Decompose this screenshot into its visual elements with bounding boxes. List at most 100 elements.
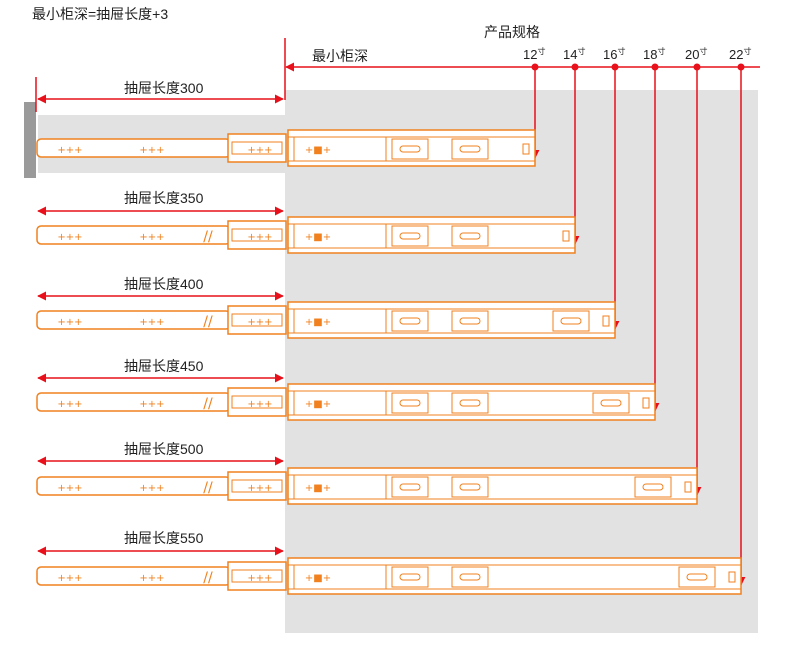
size-label: 16寸	[603, 46, 625, 62]
rear-slot	[560, 317, 582, 325]
slide-ball-cage	[293, 223, 387, 249]
screw-holes: +++	[57, 399, 82, 410]
screw-holes: +++	[247, 399, 272, 410]
screw-holes: +++	[139, 399, 164, 410]
size-label: 22寸	[729, 46, 751, 62]
slide-cabinet-member	[287, 383, 656, 421]
mount-slot-frame	[451, 138, 489, 160]
ball-cage-holes: +■+	[305, 573, 331, 584]
size-dot	[737, 63, 745, 71]
mount-slot-frame	[391, 392, 429, 414]
rear-slot-frame	[552, 310, 590, 332]
screw-holes: +++	[139, 573, 164, 584]
mount-slot	[399, 145, 421, 153]
drawer-row: 抽屉长度450 +++ +++ +++ // +■+	[36, 358, 656, 421]
break-mark: //	[203, 570, 213, 586]
rear-stop	[728, 571, 736, 583]
slide-ball-cage	[293, 390, 387, 416]
mount-slot-frame	[391, 138, 429, 160]
mount-slot	[399, 573, 421, 581]
drawer-length-label: 抽屉长度500	[124, 441, 204, 457]
drawer-length-label: 抽屉长度350	[124, 190, 204, 206]
size-number: 14	[563, 47, 577, 62]
drawer-row: 抽屉长度400+++++++++//+■+	[36, 276, 616, 339]
size-number: 18	[643, 47, 657, 62]
mount-slot	[459, 145, 481, 153]
ball-cage-holes: +■+	[305, 483, 331, 494]
size-unit: 寸	[617, 46, 625, 56]
screw-holes: +++	[247, 317, 272, 328]
size-dot	[611, 63, 619, 71]
size-label: 14寸	[563, 46, 585, 62]
drawer-row: 抽屉长度350+++++++++//+■+	[36, 190, 576, 254]
rear-stop	[684, 481, 692, 493]
mount-slot-frame	[391, 225, 429, 247]
mount-slot	[459, 232, 481, 240]
screw-holes: +++	[57, 483, 82, 494]
size-marker: 14寸	[563, 46, 585, 245]
slide-bracket-inner	[231, 313, 283, 327]
rear-stop	[522, 143, 530, 155]
slide-ball-cage	[293, 564, 387, 590]
slide-ball-cage	[293, 308, 387, 334]
rear-slot-frame	[592, 392, 630, 414]
screw-holes: +++	[139, 232, 164, 243]
slide-bracket-inner	[231, 141, 283, 155]
screw-holes: +++	[57, 317, 82, 328]
ball-cage-holes: +■+	[305, 145, 331, 156]
break-mark: //	[203, 314, 213, 330]
mount-slot-frame	[451, 566, 489, 588]
size-marker: 20寸	[685, 46, 707, 496]
screw-holes: +++	[57, 232, 82, 243]
drawer-length-label: 抽屉长度400	[124, 276, 204, 292]
slide-bracket-inner	[231, 479, 283, 493]
ball-cage-holes: +■+	[305, 317, 331, 328]
rear-slot-frame	[634, 476, 672, 498]
size-unit: 寸	[699, 46, 707, 56]
mount-slot	[459, 317, 481, 325]
slide-drawer-bracket	[227, 387, 287, 417]
screw-holes: +++	[247, 483, 272, 494]
slide-ball-cage	[293, 474, 387, 500]
slide-cabinet-member	[287, 557, 742, 595]
mount-slot	[399, 317, 421, 325]
size-number: 22	[729, 47, 743, 62]
break-mark: //	[203, 396, 213, 412]
size-number: 12	[523, 47, 537, 62]
screw-holes: +++	[247, 145, 272, 156]
mount-slot	[459, 399, 481, 407]
mount-slot	[399, 399, 421, 407]
cabinet-area	[285, 90, 758, 633]
mount-slot	[459, 483, 481, 491]
mount-slot-frame	[391, 476, 429, 498]
rear-slot	[686, 573, 708, 581]
drawer-row: 抽屉长度300++++++++++■+	[35, 77, 536, 167]
size-unit: 寸	[657, 46, 665, 56]
size-dot	[693, 63, 701, 71]
size-marker: 18寸	[643, 46, 665, 412]
rear-stop	[602, 315, 610, 327]
drawer-length-label: 抽屉长度300	[124, 80, 204, 96]
break-mark: //	[203, 480, 213, 496]
size-number: 16	[603, 47, 617, 62]
size-dot	[571, 63, 579, 71]
min-depth-label: 最小柜深	[312, 48, 368, 64]
size-unit: 寸	[743, 46, 751, 56]
mount-slot-frame	[391, 310, 429, 332]
size-label: 12寸	[523, 46, 545, 62]
screw-holes: +++	[139, 145, 164, 156]
mount-slot-frame	[451, 310, 489, 332]
drawer-row: 抽屉长度500 +++ +++ +++ // +■+	[36, 441, 698, 505]
size-marker: 16寸	[603, 46, 625, 330]
specs-heading: 产品规格	[484, 24, 540, 40]
size-label: 18寸	[643, 46, 665, 62]
mount-slot-frame	[451, 476, 489, 498]
ball-cage-holes: +■+	[305, 399, 331, 410]
size-number: 20	[685, 47, 699, 62]
slide-bracket-inner	[231, 569, 283, 583]
screw-holes: +++	[139, 483, 164, 494]
rear-stop	[562, 230, 570, 242]
drawer-length-label: 抽屉长度450	[124, 358, 204, 374]
mount-slot-frame	[391, 566, 429, 588]
mount-slot-frame	[451, 392, 489, 414]
